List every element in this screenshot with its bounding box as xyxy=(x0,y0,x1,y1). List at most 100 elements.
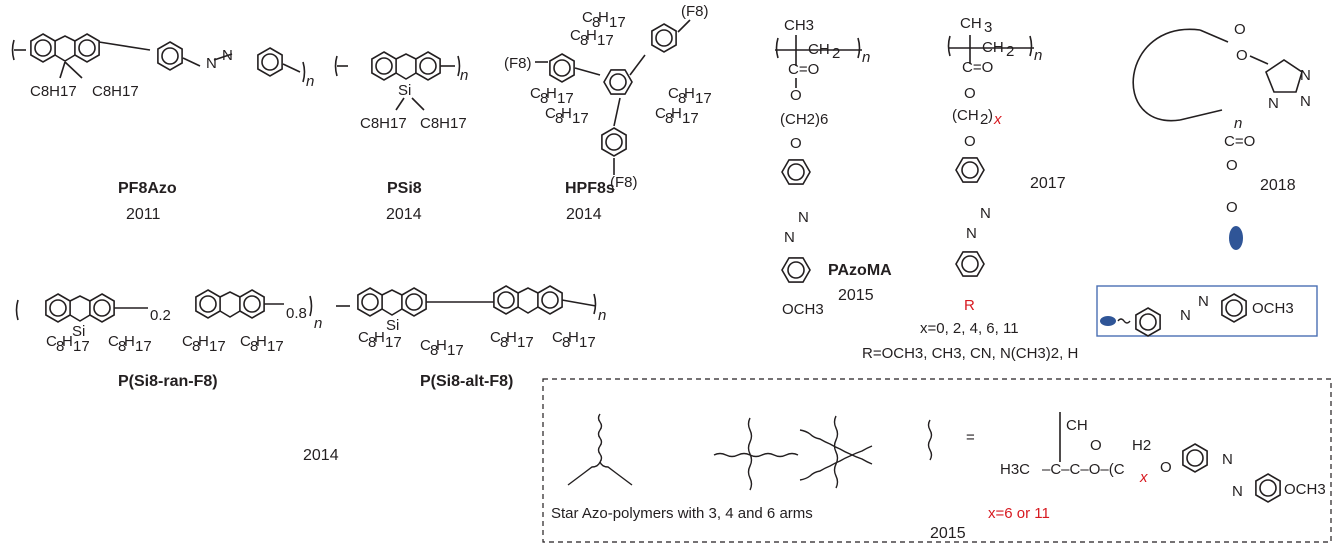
svg-text:N: N xyxy=(980,205,991,222)
psi8-name: PSi8 xyxy=(387,180,422,197)
copolymer-year: 2014 xyxy=(303,447,339,464)
psi8ran-ratio1: 0.2 xyxy=(150,307,171,324)
psi8-structure: n Si C8H17 C8H17 PSi8 2014 xyxy=(334,52,468,223)
star-year: 2015 xyxy=(930,525,966,542)
svg-text:C: C xyxy=(545,105,556,122)
svg-text:H: H xyxy=(198,333,209,350)
svg-text:N: N xyxy=(1198,293,1209,310)
pf8azo-sub2: C8H17 xyxy=(92,83,139,100)
svg-text:17: 17 xyxy=(579,334,596,351)
svg-text:C: C xyxy=(240,333,251,350)
svg-text:C: C xyxy=(108,333,119,350)
star-4-arms xyxy=(713,417,799,491)
svg-text:N: N xyxy=(966,225,977,242)
svg-text:H: H xyxy=(546,85,557,102)
svg-text:N: N xyxy=(1268,95,1279,112)
svg-text:n: n xyxy=(306,73,314,90)
svg-text:17: 17 xyxy=(385,334,402,351)
svg-text:H: H xyxy=(256,333,267,350)
svg-text:2: 2 xyxy=(980,111,988,128)
pazoma-och3: OCH3 xyxy=(782,301,824,318)
pazoma-co: C=O xyxy=(788,61,819,78)
svg-text:17: 17 xyxy=(209,338,226,355)
star-polymers-box: = H3C –C–C–O–(C CH O H2 x O N N OCH3 Sta… xyxy=(542,378,1332,543)
svg-text:C: C xyxy=(182,333,193,350)
hpf8s-f8-left: (F8) xyxy=(504,55,532,72)
svg-text:C=O: C=O xyxy=(962,59,993,76)
svg-text:17: 17 xyxy=(267,338,284,355)
svg-text:H: H xyxy=(561,105,572,122)
pazo2017-r-values: R=OCH3, CH3, CN, N(CH3)2, H xyxy=(862,345,1078,362)
svg-text:O: O xyxy=(1090,437,1102,454)
svg-text:n: n xyxy=(862,49,870,66)
svg-text:H: H xyxy=(568,329,579,346)
star-3-arms xyxy=(567,413,633,486)
svg-text:17: 17 xyxy=(572,110,589,127)
svg-text:C: C xyxy=(358,329,369,346)
svg-text:H: H xyxy=(62,333,73,350)
psi8-year: 2014 xyxy=(386,206,422,223)
star-caption: Star Azo-polymers with 3, 4 and 6 arms xyxy=(551,505,813,522)
svg-text:n: n xyxy=(460,67,468,84)
svg-text:O: O xyxy=(1226,199,1238,216)
svg-text:N: N xyxy=(798,209,809,226)
psi8-sub1: C8H17 xyxy=(360,115,407,132)
svg-text:C: C xyxy=(552,329,563,346)
pazoma-ch2: (CH2)6 xyxy=(780,111,828,128)
svg-text:x: x xyxy=(1139,469,1148,486)
svg-text:C: C xyxy=(530,85,541,102)
svg-text:O: O xyxy=(1234,21,1246,38)
pazoma-name: PAzoMA xyxy=(828,262,892,279)
svg-text:x: x xyxy=(993,111,1002,128)
svg-text:): ) xyxy=(988,107,993,124)
star-h3c: H3C xyxy=(1000,461,1030,478)
svg-text:2: 2 xyxy=(1006,43,1014,60)
svg-text:17: 17 xyxy=(135,338,152,355)
svg-text:8: 8 xyxy=(118,338,126,355)
svg-text:N: N xyxy=(1300,67,1311,84)
pf8azo-structure: N N n C8H17 C8H17 PF8Azo 2011 xyxy=(11,34,314,223)
svg-text:CH: CH xyxy=(982,39,1004,56)
pazoma-year: 2015 xyxy=(838,287,874,304)
legend-och3: OCH3 xyxy=(1252,300,1294,317)
svg-text:17: 17 xyxy=(682,110,699,127)
svg-text:C: C xyxy=(570,27,581,44)
svg-text:8: 8 xyxy=(500,334,508,351)
svg-text:8: 8 xyxy=(192,338,200,355)
svg-text:N: N xyxy=(1232,483,1243,500)
psi8ran-name: P(Si8-ran-F8) xyxy=(118,373,218,390)
svg-text:CH: CH xyxy=(808,41,830,58)
svg-text:C: C xyxy=(655,105,666,122)
star-h2: H2 xyxy=(1132,437,1151,454)
svg-text:C: C xyxy=(490,329,501,346)
svg-text:O: O xyxy=(1236,47,1248,64)
svg-text:C: C xyxy=(582,9,593,26)
svg-text:n: n xyxy=(1034,47,1042,64)
star-och3: OCH3 xyxy=(1284,481,1326,498)
ring-structure: O O N N N n C=O O O 2018 xyxy=(1132,21,1311,250)
svg-text:8: 8 xyxy=(580,32,588,49)
hpf8s-f8-top: (F8) xyxy=(681,3,709,20)
svg-text:O: O xyxy=(964,85,976,102)
svg-text:17: 17 xyxy=(597,32,614,49)
pf8azo-n-n2: N xyxy=(222,47,233,64)
svg-text:(CH: (CH xyxy=(952,107,979,124)
svg-text:8: 8 xyxy=(665,110,673,127)
star-equals: = xyxy=(966,429,975,446)
svg-text:N: N xyxy=(1180,307,1191,324)
svg-text:H: H xyxy=(124,333,135,350)
svg-text:8: 8 xyxy=(368,334,376,351)
svg-text:17: 17 xyxy=(695,90,712,107)
svg-text:17: 17 xyxy=(609,14,626,31)
svg-text:CH: CH xyxy=(1066,417,1088,434)
pazo2017-r: R xyxy=(964,297,975,314)
svg-text:17: 17 xyxy=(517,334,534,351)
svg-text:8: 8 xyxy=(250,338,258,355)
psi8-si: Si xyxy=(398,82,411,99)
svg-text:2: 2 xyxy=(832,45,840,62)
svg-text:H: H xyxy=(684,85,695,102)
